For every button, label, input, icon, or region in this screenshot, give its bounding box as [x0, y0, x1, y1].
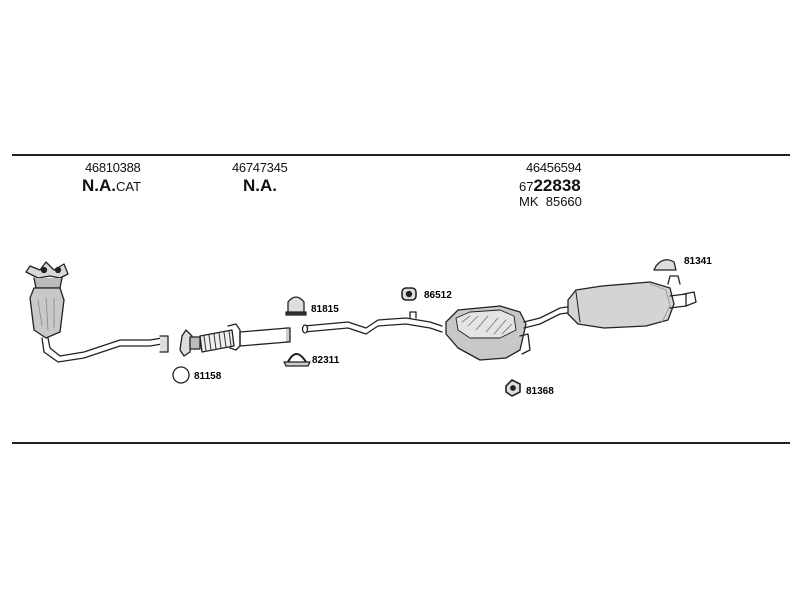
catalytic-converter: [25, 261, 169, 363]
mk-reference: MK 85660: [519, 194, 582, 209]
top-divider: [12, 154, 790, 156]
rear-silencer: [567, 275, 697, 329]
mk-prefix: MK: [519, 194, 539, 209]
clamp-icon: [285, 296, 307, 316]
rubber-mount-icon: [505, 379, 521, 397]
reference-number: 6722838: [519, 176, 581, 196]
callout-81341: 81341: [684, 256, 712, 267]
ring-gasket-icon: [172, 366, 190, 384]
rubber-hanger-icon: [401, 287, 417, 301]
exhaust-hanger-icon: [653, 259, 677, 271]
intermediate-pipe: [301, 311, 443, 335]
na-label: N.A.: [243, 176, 277, 195]
bottom-divider: [12, 442, 790, 444]
centre-silencer: [445, 305, 575, 361]
front-pipe-flex: [179, 323, 291, 357]
part-number-silencer: 46456594: [526, 160, 582, 175]
na-cat-label: N.A.CAT: [82, 176, 141, 196]
part-number-front-pipe: 46747345: [232, 160, 288, 175]
callout-82311: 82311: [312, 355, 340, 366]
cat-suffix: CAT: [116, 179, 142, 194]
reference-prefix: 67: [519, 179, 534, 194]
callout-81368: 81368: [526, 386, 554, 397]
mk-value: 85660: [545, 194, 582, 209]
callout-81158: 81158: [194, 371, 222, 382]
reference-main: 22838: [533, 176, 581, 195]
u-bolt-clamp-icon: [283, 353, 311, 367]
callout-86512: 86512: [424, 290, 452, 301]
callout-81815: 81815: [311, 304, 339, 315]
part-number-catalytic: 46810388: [85, 160, 141, 175]
na-text: N.A.: [82, 176, 116, 195]
